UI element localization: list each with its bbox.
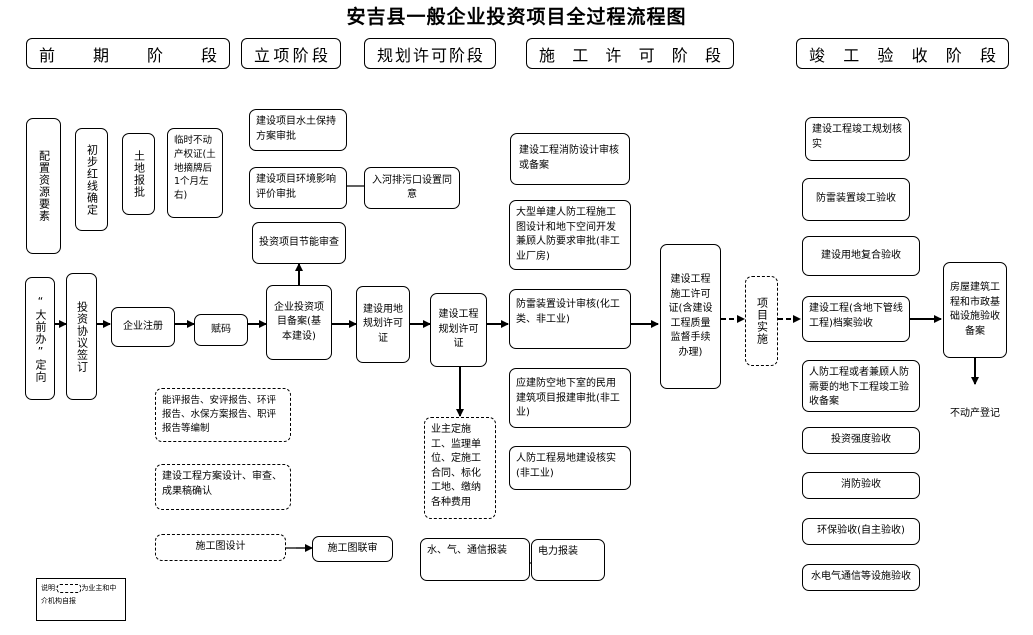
phase-char: 立 [254,45,271,65]
phase-char: 段 [311,45,328,65]
note-prefix: 说明: [41,584,58,592]
phase-guihua: 规划许可阶段 [364,38,496,69]
phase-char: 工 [572,45,589,65]
node-gcxk: 建设工程规划许可证 [430,293,487,367]
node-jg7: 消防验收 [802,472,920,499]
node-nengping: 能评报告、安评报告、环评报告、水保方案报告、职评报告等编制 [155,388,291,442]
node-jg5: 人防工程或者兼顾人防需要的地下工程竣工验收备案 [802,360,920,412]
node-yidi: 人防工程易地建设核实(非工业) [509,446,631,490]
phase-char: 划 [394,45,411,65]
phase-char: 段 [704,45,721,65]
phase-char: 规 [377,45,394,65]
node-dixia: 应建防空地下室的民用建筑项目报建审批(非工业) [509,368,631,428]
phase-char: 许 [412,45,429,65]
node-fangan: 建设工程方案设计、审查、成果稿确认 [155,464,291,510]
node-jg8: 环保验收(自主验收) [802,518,920,545]
node-fangwu: 房屋建筑工程和市政基础设施验收备案 [943,262,1007,358]
phase-char: 阶 [671,45,688,65]
node-sgtls: 施工图联审 [312,536,393,562]
node-qiye: 企业注册 [111,307,175,347]
phase-char: 工 [843,45,860,65]
phase-char: 阶 [945,45,962,65]
node-ydxk: 建设用地规划许可证 [356,286,410,363]
node-jg1: 建设工程竣工规划核实 [805,117,910,161]
node-jg3: 建设用地复合验收 [802,236,920,276]
phase-char: 可 [638,45,655,65]
phase-qianqi: 前期阶段 [26,38,230,69]
node-jg9: 水电气通信等设施验收 [802,564,920,591]
node-shuiqi: 水、气、通信报装 [420,538,530,581]
phase-char: 段 [979,45,996,65]
node-jg2: 防雷装置竣工验收 [802,178,910,221]
phase-char: 许 [605,45,622,65]
node-peizhi: 配置资源要素 [26,118,61,254]
note-suffix: 为业主和中介机构自报 [41,584,117,606]
phase-char: 前 [39,45,56,65]
node-shishi: 项目实施 [745,276,778,366]
node-hongxian: 初步红线确定 [75,128,108,231]
node-sgxk: 建设工程施工许可证(含建设工程质量监督手续办理) [660,244,721,389]
node-jieneng: 投资项目节能审查 [252,222,346,264]
node-paiwu: 入河排污口设置同意 [364,167,460,209]
node-shuibao: 建设项目水土保持方案审批 [249,109,347,151]
node-huanping: 建设项目环境影响评价审批 [249,167,347,209]
phase-char: 阶 [146,45,163,65]
node-jg4: 建设工程(含地下管线工程)档案验收 [802,296,910,342]
phase-char: 期 [92,45,109,65]
phase-char: 收 [911,45,928,65]
node-xieyi: 投资协议签订 [66,273,97,400]
phase-char: 可 [430,45,447,65]
node-beian: 企业投资项目备案(基本建设) [266,285,332,360]
node-fangl: 防雷装置设计审核(化工类、非工业) [509,289,631,349]
node-daqianban: “大前办”定向 [25,277,55,400]
node-yezhu: 业主定施工、监理单位、定施工合同、标化工地、缴纳各种费用 [424,417,496,519]
phase-char: 竣 [809,45,826,65]
phase-char: 施 [539,45,556,65]
phase-char: 段 [466,45,483,65]
node-renfang: 大型单建人防工程施工图设计和地下空间开发兼顾人防要求审批(非工业厂房) [509,200,631,270]
node-dianli: 电力报装 [531,539,605,581]
node-linshi: 临时不动产权证(土地摘牌后1个月左右) [167,128,223,218]
phase-shigong: 施工许可阶段 [526,38,734,69]
legend-note: 说明:为业主和中介机构自报 [36,578,126,621]
node-tudi: 土地报批 [122,133,155,215]
node-sgt: 施工图设计 [155,534,286,561]
phase-char: 验 [877,45,894,65]
phase-char: 阶 [448,45,465,65]
node-xiaofang: 建设工程消防设计审核或备案 [510,133,630,185]
phase-char: 阶 [292,45,309,65]
phase-lixiang: 立项阶段 [241,38,341,69]
phase-char: 项 [273,45,290,65]
node-fuma: 赋码 [194,314,248,346]
page-title: 安吉县一般企业投资项目全过程流程图 [346,6,687,28]
dashed-box-sample [57,583,82,593]
node-budong: 不动产登记 [943,386,1007,442]
node-jg6: 投资强度验收 [802,427,920,454]
phase-char: 段 [200,45,217,65]
phase-jungong: 竣工验收阶段 [796,38,1009,69]
